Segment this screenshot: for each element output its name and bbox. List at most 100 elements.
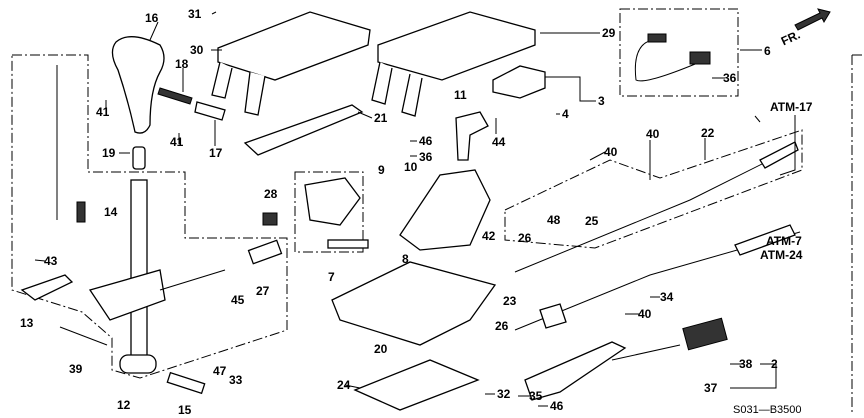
callout-37: 37 <box>704 381 718 395</box>
panel-29-legs <box>371 61 423 117</box>
spring-14 <box>76 201 86 223</box>
direction-label: FR. <box>779 28 802 49</box>
callout-39: 39 <box>69 362 83 376</box>
indicator-3 <box>492 65 546 99</box>
pin-15 <box>166 371 206 395</box>
bracket-13 <box>20 274 74 301</box>
frame-cable-22 <box>504 129 803 249</box>
callout-2: 2 <box>771 357 778 371</box>
callout-44: 44 <box>492 135 506 149</box>
spring-18 <box>157 87 193 105</box>
lever-pivot <box>119 354 157 374</box>
knob-bolt <box>132 146 146 170</box>
callout-23: 23 <box>503 294 517 308</box>
callout-45: 45 <box>231 293 245 307</box>
callout-47: 47 <box>213 364 227 378</box>
callout-32: 32 <box>497 387 511 401</box>
harness-6 <box>634 39 701 82</box>
callout-38: 38 <box>739 357 753 371</box>
frame-right-edge <box>851 54 864 415</box>
callout-6: 6 <box>764 44 771 58</box>
drawing-code: S031—B3500 <box>733 404 802 416</box>
shift-bracket-8 <box>399 169 491 251</box>
callout-9: 9 <box>378 163 385 177</box>
callout-40: 40 <box>604 145 618 159</box>
bracket-11 <box>455 111 489 161</box>
callout-48: 48 <box>547 213 561 227</box>
callout-18: 18 <box>175 57 189 71</box>
callout-26: 26 <box>495 319 509 333</box>
harness-2 <box>611 344 681 361</box>
pin-7 <box>327 239 369 249</box>
cable-23-end <box>734 224 796 256</box>
indicator-lamp <box>304 177 361 226</box>
ref-atm-7: ATM-7 <box>766 234 802 248</box>
lever-cable-rod <box>159 269 226 291</box>
lever-bracket <box>88 269 166 321</box>
frame-shift-lever <box>11 54 288 379</box>
callout-12: 12 <box>117 398 131 412</box>
callout-15: 15 <box>178 403 192 417</box>
callout-40: 40 <box>646 127 660 141</box>
clip-28 <box>262 212 278 226</box>
cable-22 <box>514 149 791 273</box>
cable-22-end <box>759 141 799 169</box>
callout-13: 13 <box>20 316 34 330</box>
callout-4: 4 <box>562 107 569 121</box>
console-panel-29 <box>377 11 536 81</box>
callout-22: 22 <box>701 126 715 140</box>
callout-10: 10 <box>404 160 418 174</box>
callout-41: 41 <box>170 135 184 149</box>
callout-11: 11 <box>454 88 467 102</box>
callout-14: 14 <box>104 205 118 219</box>
base-20 <box>331 261 497 346</box>
frame-6-box <box>619 8 739 97</box>
callout-24: 24 <box>337 378 351 392</box>
callout-34: 34 <box>660 290 674 304</box>
callout-46: 46 <box>550 399 564 413</box>
callout-31: 31 <box>188 7 202 21</box>
callout-29: 29 <box>602 26 616 40</box>
cable-23-clamp <box>539 303 567 329</box>
pin-17 <box>194 101 226 121</box>
panel-30-legs <box>211 61 266 116</box>
ref-atm-17: ATM-17 <box>770 100 813 114</box>
callout-19: 19 <box>102 146 116 160</box>
callout-8: 8 <box>402 252 409 266</box>
bushing-27 <box>247 239 283 265</box>
callout-33: 33 <box>229 373 243 387</box>
callout-20: 20 <box>374 342 388 356</box>
callout-28: 28 <box>264 187 278 201</box>
callout-17: 17 <box>209 146 223 160</box>
console-panel-30 <box>217 11 371 81</box>
connector-6b <box>689 51 711 65</box>
connector-2 <box>682 317 728 351</box>
connector-6a <box>647 33 667 43</box>
shift-lever-rod <box>130 179 148 366</box>
callout-40: 40 <box>638 307 652 321</box>
callout-46: 46 <box>419 134 433 148</box>
callout-21: 21 <box>374 111 388 125</box>
callout-41: 41 <box>96 105 110 119</box>
bolt-39 <box>59 326 108 346</box>
gasket-24 <box>353 359 480 411</box>
leader-lines <box>34 11 796 407</box>
callout-27: 27 <box>256 284 270 298</box>
callout-16: 16 <box>145 11 159 25</box>
callout-3: 3 <box>598 94 605 108</box>
front-arrow-icon <box>794 8 831 31</box>
frame-position-indicator <box>294 171 364 253</box>
callout-35: 35 <box>529 389 543 403</box>
callout-36: 36 <box>419 150 433 164</box>
callout-30: 30 <box>190 43 204 57</box>
shift-knob <box>111 36 165 134</box>
callout-42: 42 <box>482 229 496 243</box>
callout-26: 26 <box>518 231 532 245</box>
callout-43: 43 <box>44 254 58 268</box>
callout-36: 36 <box>723 71 737 85</box>
ref-atm-24: ATM-24 <box>760 248 803 262</box>
plate-21 <box>243 104 364 156</box>
